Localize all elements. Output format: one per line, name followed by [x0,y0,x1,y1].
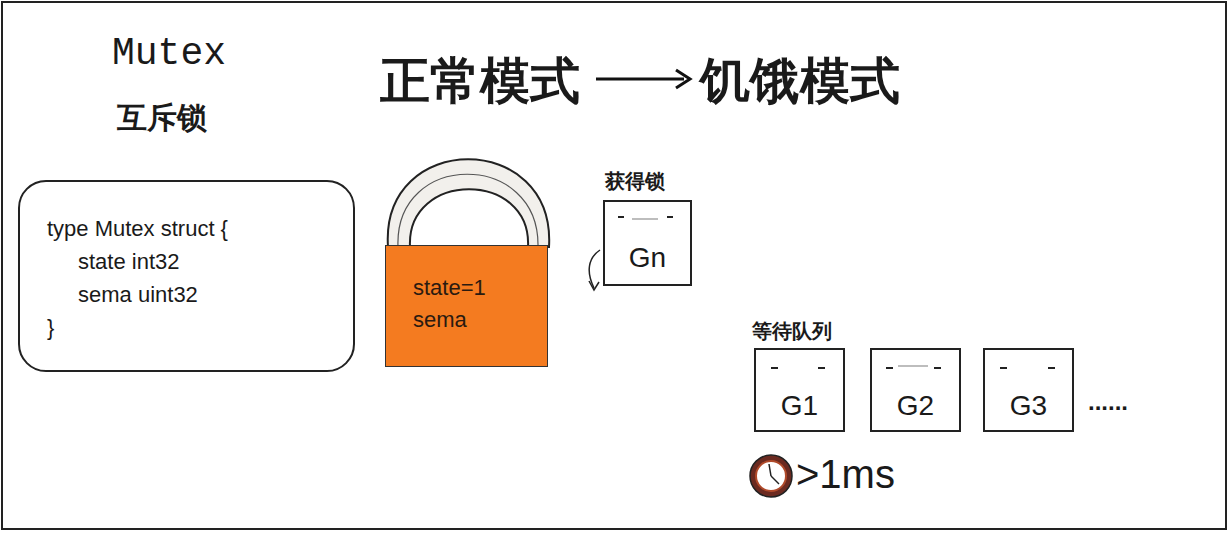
lock-shackle [388,159,549,247]
goroutine-name: G1 [766,390,833,422]
goroutine-box: G2 [870,348,961,432]
time-threshold: >1ms [796,452,895,497]
goroutine-box: G1 [754,348,845,432]
code-line: } [47,311,333,344]
diagram-heading: Mutex [112,32,226,75]
lock-shackle-line [398,174,538,247]
lock-body: state=1sema [385,245,548,367]
title-arrowhead [676,70,690,88]
clock-icon [750,455,792,497]
goroutine-box: 获得锁Gn [603,200,692,286]
box-eyes [618,217,1055,368]
code-line: type Mutex struct { [47,212,333,245]
queue-heading: 等待队列 [752,318,832,345]
title-arrow [596,78,684,81]
goroutine-name: G2 [882,390,949,422]
ellipsis: ...... [1088,388,1128,416]
goroutine-box: G3 [983,348,1074,432]
goroutine-name: G3 [995,390,1062,422]
mode-name: 正常模式 [380,48,580,115]
code-line: state int32 [47,245,333,278]
field-text: state=1 [413,272,535,304]
box-heading: 获得锁 [605,168,665,195]
goroutine-name: Gn [615,242,680,274]
mode-name: 饥饿模式 [700,48,900,115]
code-box: type Mutex struct {state int32sema uint3… [18,180,355,372]
subheading: 互斥锁 [117,98,207,139]
code-line: sema uint32 [47,278,333,311]
field-text: sema [413,304,535,336]
curved-arrowhead [589,281,599,290]
